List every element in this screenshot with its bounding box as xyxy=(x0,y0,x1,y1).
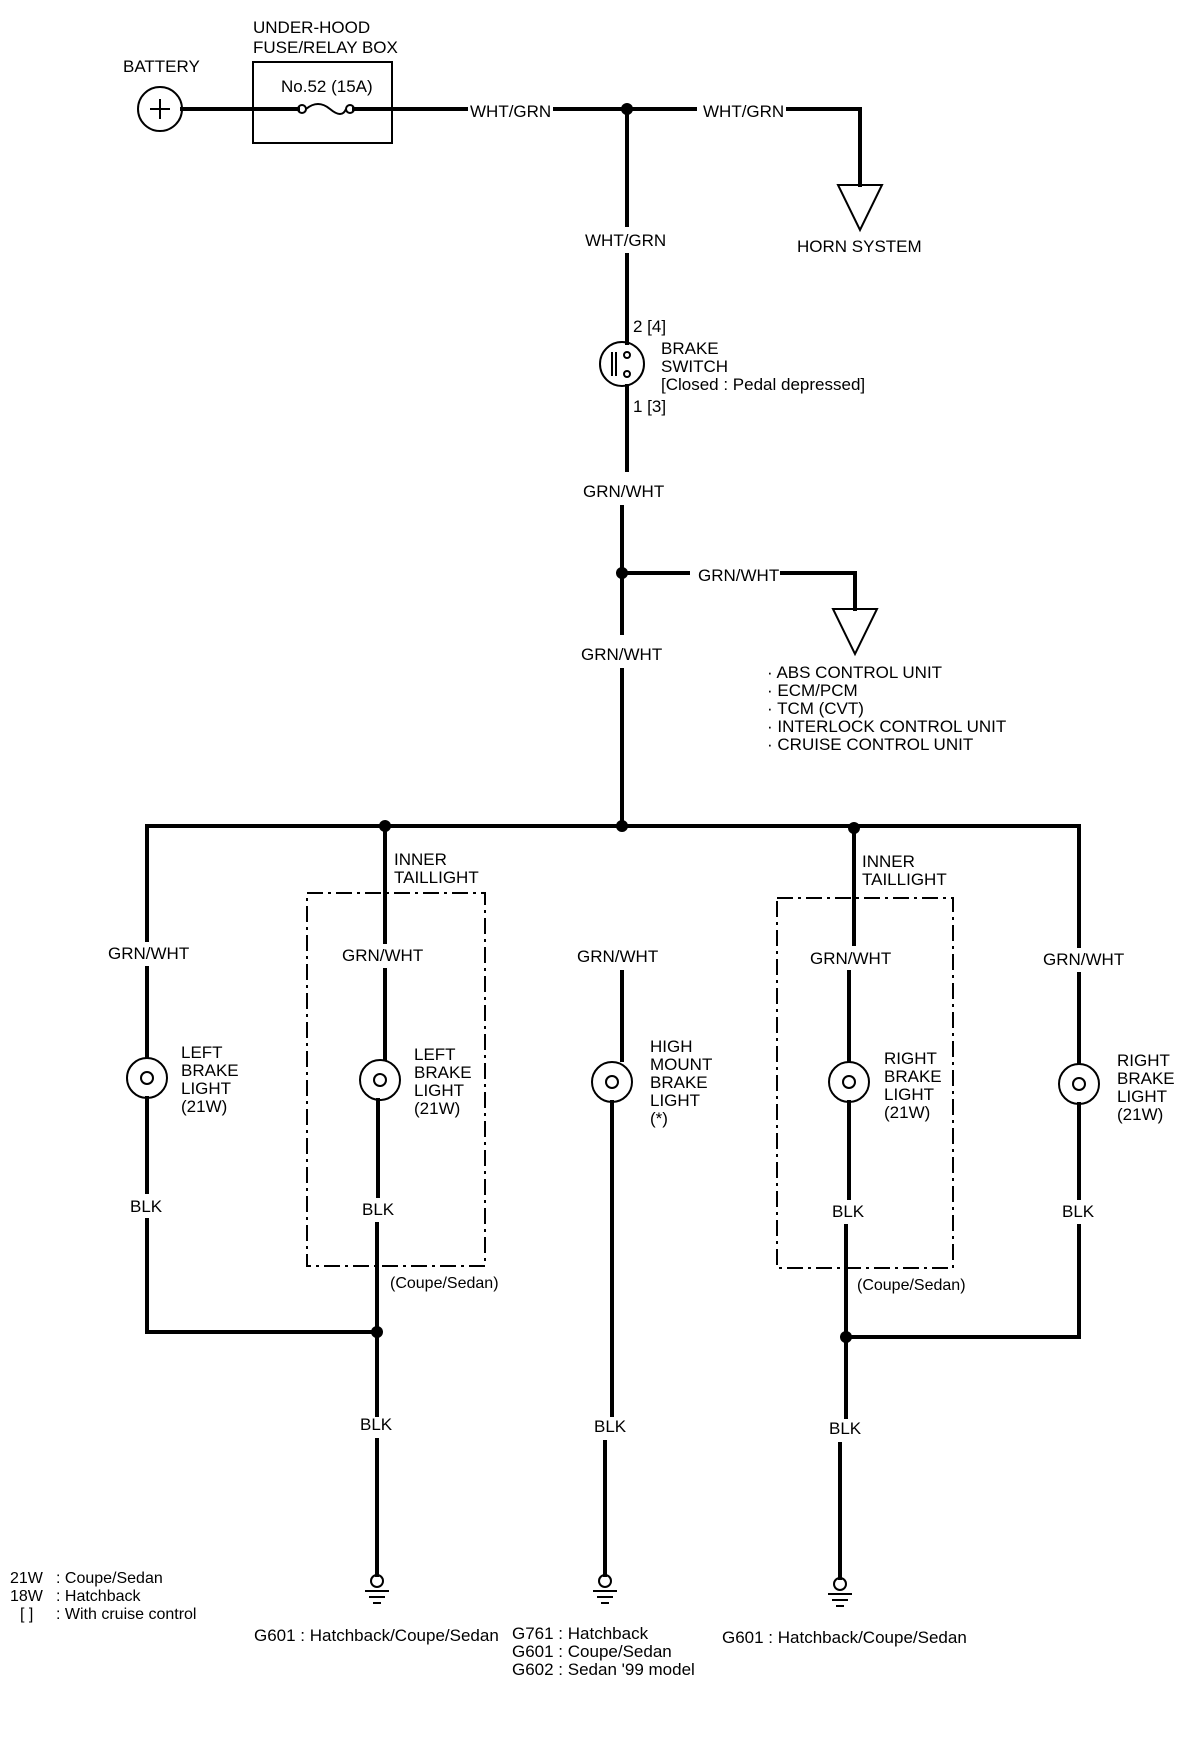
wire-label-grn-wht-branch: GRN/WHT xyxy=(698,566,779,585)
inner-taillight-right-line2: TAILLIGHT xyxy=(862,870,947,889)
fuse-label: No.52 (15A) xyxy=(281,77,373,96)
wire-label-blk-ground1: BLK xyxy=(360,1415,393,1434)
right-outer-brake-light-bulb xyxy=(1058,1063,1100,1105)
inner-taillight-left-line1: INNER xyxy=(394,850,447,869)
right-ground-symbol xyxy=(828,1577,852,1607)
ground-center-label-line1: G761 : Hatchback xyxy=(512,1624,649,1643)
right-inner-brake-light-bulb xyxy=(828,1061,870,1103)
high-mount-brake-light-bulb xyxy=(591,1061,633,1103)
right-inner-light-line1: RIGHT xyxy=(884,1049,937,1068)
fuse-symbol xyxy=(297,103,355,115)
ground-left-label: G601 : Hatchback/Coupe/Sedan xyxy=(254,1626,499,1645)
legend-row3-key: [ ] xyxy=(20,1606,33,1623)
wire-label-wht-grn-3: WHT/GRN xyxy=(585,231,666,250)
module-item: · TCM (CVT) xyxy=(767,699,864,718)
right-outer-light-line1: RIGHT xyxy=(1117,1051,1170,1070)
right-inner-light-line2: BRAKE xyxy=(884,1067,942,1086)
wire-label-grn-wht-trunk: GRN/WHT xyxy=(581,645,662,664)
battery-label: BATTERY xyxy=(123,57,200,76)
brake-switch-name-line3: [Closed : Pedal depressed] xyxy=(661,375,865,394)
left-outer-light-line1: LEFT xyxy=(181,1043,223,1062)
high-mount-light-line5: (*) xyxy=(650,1109,668,1128)
left-inner-light-line3: LIGHT xyxy=(414,1081,464,1100)
left-inner-brake-light-bulb xyxy=(359,1059,401,1101)
left-inner-light-line1: LEFT xyxy=(414,1045,456,1064)
right-inner-light-line3: LIGHT xyxy=(884,1085,934,1104)
module-list: · ABS CONTROL UNIT · ECM/PCM · TCM (CVT)… xyxy=(767,663,1006,754)
module-item: · ECM/PCM xyxy=(767,681,858,700)
high-mount-light-line2: MOUNT xyxy=(650,1055,712,1074)
wire-label-blk-ground2: BLK xyxy=(594,1417,627,1436)
brake-switch-symbol xyxy=(599,341,645,387)
horn-system-label: HORN SYSTEM xyxy=(797,237,922,256)
brake-switch-pin-top: 2 [4] xyxy=(633,317,666,336)
wire-label-wht-grn-1: WHT/GRN xyxy=(470,102,551,121)
module-item: · ABS CONTROL UNIT xyxy=(767,663,942,682)
wire-label-blk-ground3: BLK xyxy=(829,1419,862,1438)
wire-label-blk-col4: BLK xyxy=(832,1202,865,1221)
ground-center-label-line3: G602 : Sedan '99 model xyxy=(512,1660,695,1679)
legend-row2-value: : Hatchback xyxy=(56,1588,141,1605)
left-inner-light-line2: BRAKE xyxy=(414,1063,472,1082)
wire-label-grn-wht-col4: GRN/WHT xyxy=(810,949,891,968)
left-outer-light-line3: LIGHT xyxy=(181,1079,231,1098)
fuse-box xyxy=(252,61,393,144)
right-outer-light-line4: (21W) xyxy=(1117,1105,1163,1124)
inner-taillight-left-box xyxy=(306,892,486,1267)
junction-bus xyxy=(616,820,628,832)
legend-row2-key: 18W xyxy=(10,1588,44,1605)
wire-label-grn-wht-col3: GRN/WHT xyxy=(577,947,658,966)
left-ground-symbol xyxy=(365,1574,389,1604)
wire-label-grn-wht-col1: GRN/WHT xyxy=(108,944,189,963)
wire-label-blk-col2: BLK xyxy=(362,1200,395,1219)
inner-taillight-left-line2: TAILLIGHT xyxy=(394,868,479,887)
inner-taillight-right-line1: INNER xyxy=(862,852,915,871)
inner-taillight-left-note: (Coupe/Sedan) xyxy=(390,1275,499,1292)
wire-label-grn-wht-col2: GRN/WHT xyxy=(342,946,423,965)
wire-label-grn-wht-switch-out: GRN/WHT xyxy=(583,482,664,501)
module-item: · CRUISE CONTROL UNIT xyxy=(767,735,973,754)
wire-label-grn-wht-col5: GRN/WHT xyxy=(1043,950,1124,969)
inner-taillight-right-note: (Coupe/Sedan) xyxy=(857,1277,966,1294)
left-inner-light-line4: (21W) xyxy=(414,1099,460,1118)
junction-left-ground xyxy=(371,1326,383,1338)
brake-switch-pin-bottom: 1 [3] xyxy=(633,397,666,416)
battery-symbol xyxy=(137,86,183,132)
ground-right-label: G601 : Hatchback/Coupe/Sedan xyxy=(722,1628,967,1647)
fuse-box-title-line2: FUSE/RELAY BOX xyxy=(253,38,398,57)
left-outer-light-line2: BRAKE xyxy=(181,1061,239,1080)
high-mount-light-line3: BRAKE xyxy=(650,1073,708,1092)
inner-taillight-right-box xyxy=(776,897,954,1269)
brake-switch-name-line1: BRAKE xyxy=(661,339,719,358)
right-inner-light-line4: (21W) xyxy=(884,1103,930,1122)
module-connector-arrow xyxy=(831,608,879,657)
high-mount-light-line1: HIGH xyxy=(650,1037,693,1056)
module-item: · INTERLOCK CONTROL UNIT xyxy=(767,717,1006,736)
ground-center-label-line2: G601 : Coupe/Sedan xyxy=(512,1642,672,1661)
left-outer-brake-light-bulb xyxy=(126,1057,168,1099)
fuse-box-title-line1: UNDER-HOOD xyxy=(253,18,370,37)
legend-row3-value: : With cruise control xyxy=(56,1606,196,1623)
wire-label-blk-col1: BLK xyxy=(130,1197,163,1216)
brake-switch-name-line2: SWITCH xyxy=(661,357,728,376)
legend-row1-key: 21W xyxy=(10,1570,44,1587)
high-mount-light-line4: LIGHT xyxy=(650,1091,700,1110)
legend: 21W : Coupe/Sedan 18W : Hatchback [ ] : … xyxy=(10,1570,196,1623)
wire-label-wht-grn-2: WHT/GRN xyxy=(703,102,784,121)
left-outer-light-line4: (21W) xyxy=(181,1097,227,1116)
wire-label-blk-col5: BLK xyxy=(1062,1202,1095,1221)
legend-row1-value: : Coupe/Sedan xyxy=(56,1570,163,1587)
center-ground-symbol xyxy=(593,1574,617,1604)
horn-connector-arrow xyxy=(836,184,884,233)
right-outer-light-line3: LIGHT xyxy=(1117,1087,1167,1106)
right-outer-light-line2: BRAKE xyxy=(1117,1069,1175,1088)
